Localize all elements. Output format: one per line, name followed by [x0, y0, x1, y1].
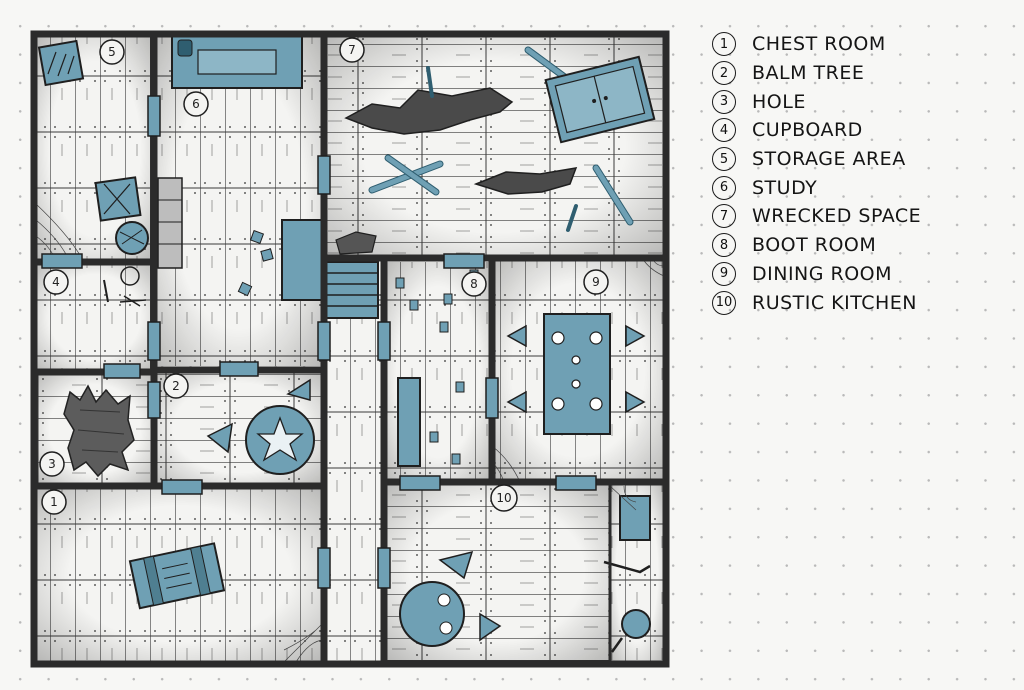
- legend-number: 1: [712, 32, 736, 57]
- hole-in-floor: [63, 384, 135, 478]
- legend-number: 9: [712, 261, 736, 286]
- room-marker-4: 4: [43, 269, 69, 295]
- floor-corridor: [324, 258, 384, 662]
- doors: [41, 95, 597, 589]
- study-shelf: [157, 177, 183, 269]
- cupboard-items: [103, 266, 147, 307]
- room-marker-7: 7: [339, 37, 365, 63]
- legend-label: STUDY: [752, 176, 818, 199]
- balm-tree: [206, 378, 315, 475]
- svg-text:1: 1: [50, 495, 58, 509]
- legend-label: STORAGE AREA: [752, 148, 906, 171]
- legend-number: 5: [712, 147, 736, 172]
- legend-label: HOLE: [752, 90, 806, 113]
- legend-item: 4 CUPBOARD: [712, 116, 1012, 145]
- legend-label: CHEST ROOM: [752, 33, 886, 56]
- svg-text:8: 8: [470, 277, 478, 291]
- svg-text:5: 5: [108, 45, 116, 59]
- room-marker-10: 10: [490, 484, 518, 512]
- svg-text:7: 7: [348, 43, 356, 57]
- svg-text:3: 3: [48, 457, 56, 471]
- outer-wall: [30, 30, 670, 668]
- legend-number: 3: [712, 89, 736, 114]
- room-marker-5: 5: [99, 39, 125, 65]
- legend-item: 6 STUDY: [712, 173, 1012, 202]
- legend-label: RUSTIC KITCHEN: [752, 291, 918, 314]
- legend-label: DINING ROOM: [752, 262, 893, 285]
- broken-cabinet: [544, 55, 656, 144]
- room-marker-9: 9: [583, 269, 609, 295]
- wrecked-floor-holes: [335, 46, 634, 255]
- kitchen-items: [399, 495, 651, 653]
- legend-item: 3 HOLE: [712, 87, 1012, 116]
- legend-item: 1 CHEST ROOM: [712, 30, 1012, 59]
- legend-item: 8 BOOT ROOM: [712, 231, 1012, 260]
- legend-number: 2: [712, 61, 736, 86]
- room-marker-8: 8: [461, 271, 487, 297]
- map-legend: 1 CHEST ROOM 2 BALM TREE 3 HOLE 4 CUPBOARD 5…: [712, 30, 1012, 317]
- legend-number: 4: [712, 118, 736, 143]
- study-furniture: [157, 35, 323, 301]
- room-marker-3: 3: [39, 451, 65, 477]
- legend-item: 10 RUSTIC KITCHEN: [712, 288, 1012, 317]
- storage-crates: [37, 39, 149, 255]
- stairs: [325, 261, 379, 319]
- svg-text:6: 6: [192, 97, 200, 111]
- legend-label: BOOT ROOM: [752, 234, 877, 257]
- legend-label: CUPBOARD: [752, 119, 863, 142]
- legend-label: WRECKED SPACE: [752, 205, 922, 228]
- legend-number: 6: [712, 175, 736, 200]
- room-marker-6: 6: [183, 91, 209, 117]
- svg-text:2: 2: [172, 379, 180, 393]
- legend-number: 8: [712, 233, 736, 258]
- room-marker-2: 2: [163, 373, 189, 399]
- room-marker-1: 1: [41, 489, 67, 515]
- study-desk: [281, 219, 323, 301]
- legend-item: 2 BALM TREE: [712, 59, 1012, 88]
- legend-label: BALM TREE: [752, 62, 865, 85]
- legend-item: 5 STORAGE AREA: [712, 145, 1012, 174]
- legend-number: 10: [712, 290, 736, 315]
- legend-number: 7: [712, 204, 736, 229]
- chest: [128, 542, 226, 610]
- dining-table: [506, 313, 646, 435]
- svg-text:4: 4: [52, 275, 60, 289]
- svg-text:9: 9: [592, 275, 600, 289]
- svg-text:10: 10: [496, 491, 511, 505]
- legend-item: 9 DINING ROOM: [712, 260, 1012, 289]
- room-number-markers: 5 6 7 4 8 9 2 3 1 10: [39, 37, 609, 515]
- legend-item: 7 WRECKED SPACE: [712, 202, 1012, 231]
